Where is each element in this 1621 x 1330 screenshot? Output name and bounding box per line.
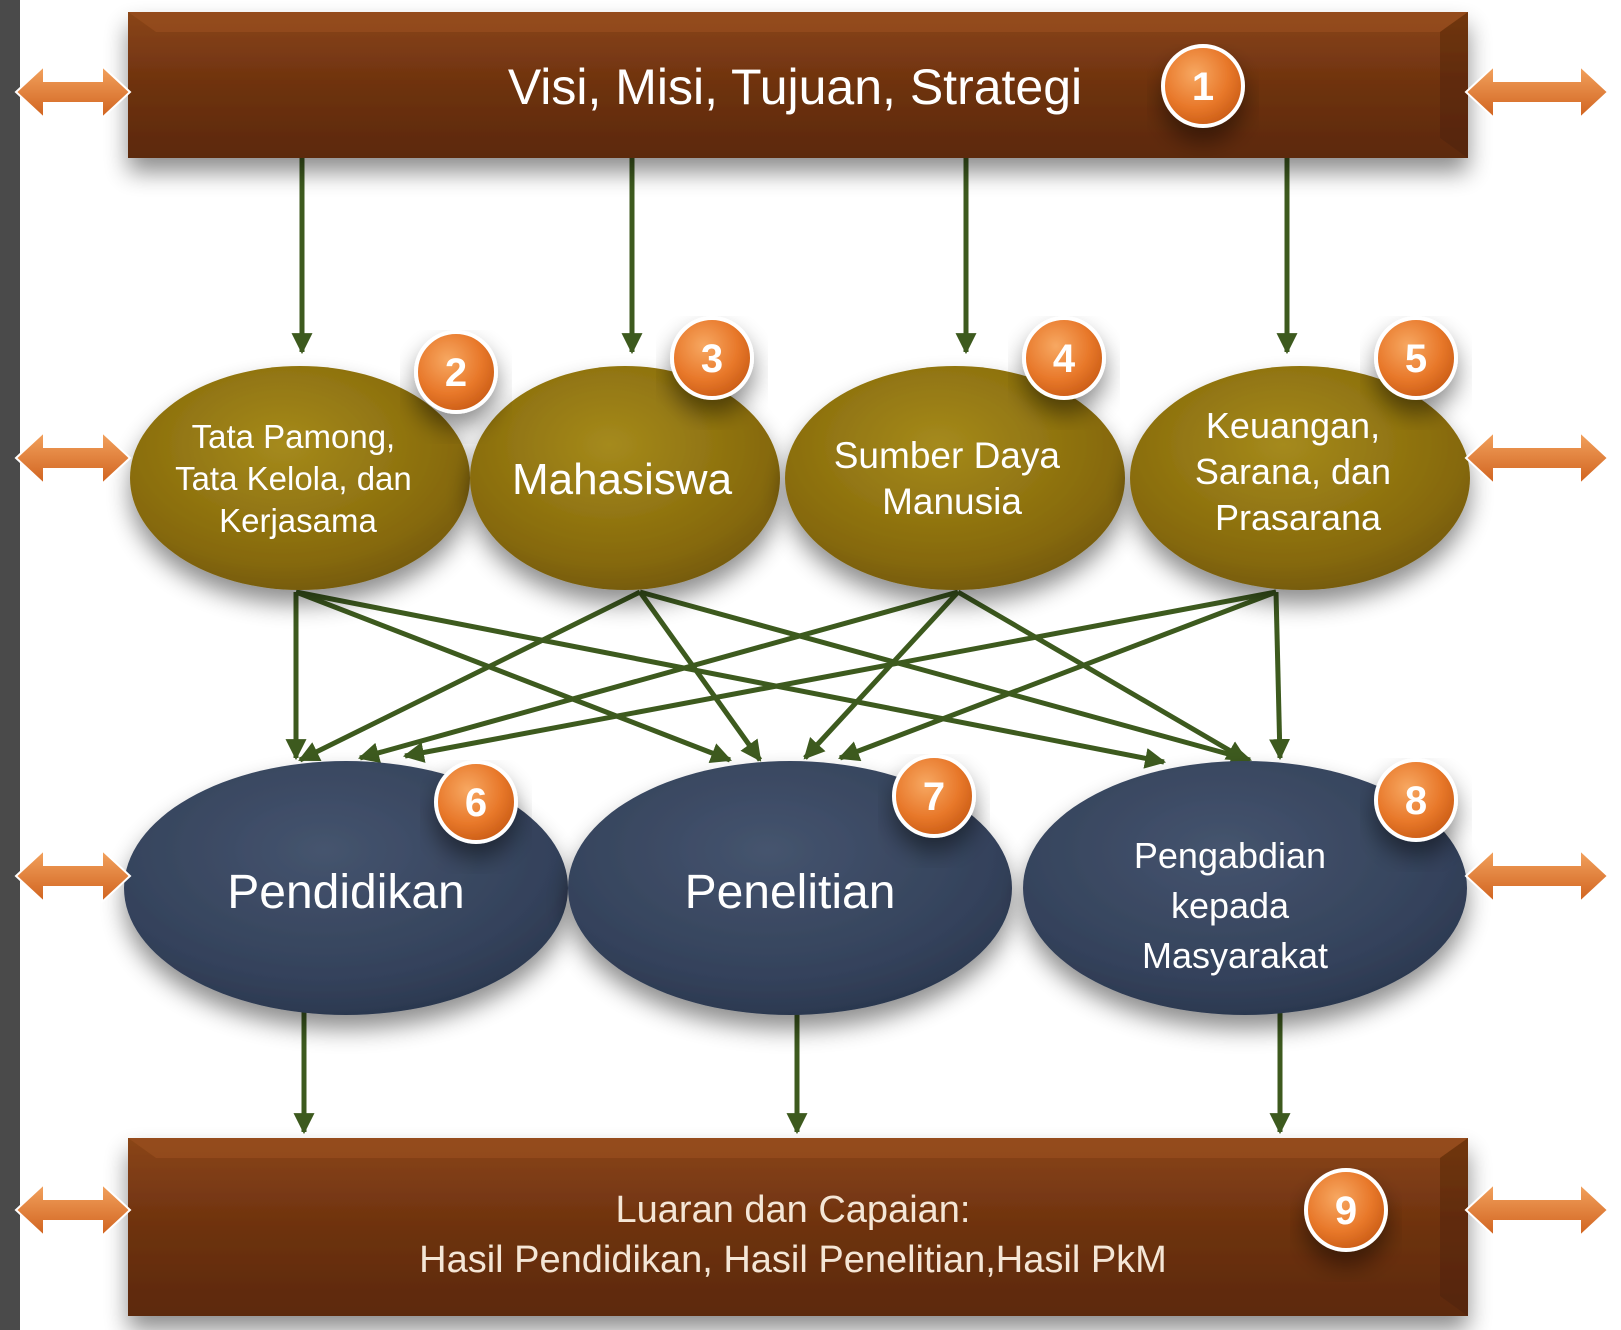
- double-headed-arrow-icon: [14, 63, 132, 121]
- node-pengabdian-line-2: kepada: [1171, 885, 1290, 926]
- node-pengabdian-line-3: Masyarakat: [1142, 935, 1328, 976]
- node-tata-pamong-line-1: Tata Pamong,: [192, 418, 396, 455]
- side-arrows: [14, 63, 1610, 1239]
- double-headed-arrow-icon: [1464, 1181, 1610, 1239]
- flow-arrow-icon: [295, 589, 1167, 769]
- node-tata-pamong: [130, 366, 470, 590]
- flow-arrow-icon: [639, 589, 1253, 766]
- badge-3: 3: [670, 316, 754, 400]
- double-headed-arrow-icon: [14, 429, 132, 487]
- badge-9-number: 9: [1335, 1189, 1357, 1233]
- double-headed-arrow-icon: [1464, 847, 1610, 905]
- node-keuangan-line-3: Prasarana: [1215, 497, 1382, 538]
- flow-arrow-icon: [357, 589, 959, 764]
- badge-7: 7: [892, 754, 976, 838]
- badge-5: 5: [1374, 316, 1458, 400]
- node-mahasiswa-line-1: Mahasiswa: [512, 455, 733, 504]
- badge-9: 9: [1304, 1168, 1388, 1252]
- node-tata-pamong-line-3: Kerjasama: [219, 502, 377, 539]
- node-pengabdian: [1023, 761, 1467, 1015]
- flow-arrow-icon: [637, 590, 763, 762]
- node-sdm-line-1: Sumber Daya: [834, 435, 1061, 476]
- node-mahasiswa: [470, 366, 780, 590]
- node-keuangan-line-2: Sarana, dan: [1195, 451, 1391, 492]
- bottom-bar-subtitle: Hasil Pendidikan, Hasil Penelitian,Hasil…: [419, 1239, 1167, 1281]
- flow-arrow-icon: [1269, 591, 1291, 761]
- flow-arrow-icon: [956, 589, 1248, 763]
- node-tata-pamong-label: Tata Pamong, Tata Kelola, dan Kerjasama: [175, 418, 421, 539]
- double-headed-arrow-icon: [14, 1181, 132, 1239]
- badge-1: 1: [1161, 44, 1245, 128]
- flow-arrow-icon: [295, 589, 732, 763]
- flow-arrow-icon: [803, 590, 960, 760]
- node-pengabdian-label: Pengabdian kepada Masyarakat: [1134, 835, 1336, 976]
- node-pengabdian-line-1: Pengabdian: [1134, 835, 1326, 876]
- node-keuangan: [1130, 366, 1470, 590]
- node-tata-pamong-line-2: Tata Kelola, dan: [175, 460, 412, 497]
- flow-arrow-icon: [402, 589, 1277, 763]
- node-penelitian: [568, 761, 1012, 1015]
- badge-4: 4: [1022, 316, 1106, 400]
- badge-6-number: 6: [465, 781, 487, 825]
- top-bar-label: Visi, Misi, Tujuan, Strategi: [508, 59, 1082, 115]
- badge-8: 8: [1374, 758, 1458, 842]
- node-pendidikan-label: Pendidikan: [227, 866, 465, 919]
- bottom-bar: [128, 1138, 1468, 1316]
- node-sdm-line-2: Manusia: [882, 481, 1022, 522]
- node-pendidikan-line-1: Pendidikan: [227, 866, 465, 919]
- badge-8-number: 8: [1405, 779, 1427, 823]
- node-sdm-label: Sumber Daya Manusia: [834, 435, 1071, 522]
- badge-2-number: 2: [445, 351, 467, 395]
- node-mahasiswa-label: Mahasiswa: [512, 455, 733, 504]
- left-edge-strip: [0, 0, 20, 1330]
- badge-6: 6: [434, 760, 518, 844]
- badge-4-number: 4: [1053, 337, 1076, 381]
- badge-5-number: 5: [1405, 337, 1427, 381]
- badge-7-number: 7: [923, 775, 945, 819]
- badge-1-number: 1: [1192, 65, 1214, 109]
- double-headed-arrow-icon: [1464, 429, 1610, 487]
- flow-arrow-icon: [298, 589, 642, 763]
- node-penelitian-label: Penelitian: [685, 866, 896, 919]
- badge-3-number: 3: [701, 337, 723, 381]
- flow-arrows: [285, 158, 1298, 1135]
- node-sumber-daya-manusia: [785, 366, 1125, 590]
- node-keuangan-label: Keuangan, Sarana, dan Prasarana: [1195, 405, 1401, 538]
- double-headed-arrow-icon: [14, 847, 132, 905]
- double-headed-arrow-icon: [1464, 63, 1610, 121]
- node-penelitian-line-1: Penelitian: [685, 866, 896, 919]
- badge-2: 2: [414, 330, 498, 414]
- flow-arrow-icon: [838, 589, 1277, 762]
- bottom-bar-title: Luaran dan Capaian:: [616, 1189, 971, 1231]
- node-keuangan-line-1: Keuangan,: [1206, 405, 1380, 446]
